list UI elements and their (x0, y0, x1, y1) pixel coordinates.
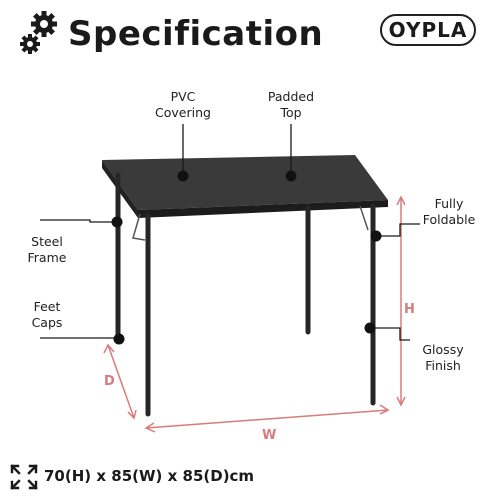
label-padded-top: Padded Top (258, 89, 324, 121)
dimension-width-label: W (262, 428, 277, 443)
expand-icon (10, 464, 38, 490)
label-line: Frame (27, 250, 67, 265)
label-line: Caps (31, 315, 63, 330)
dimension-depth-label: D (104, 374, 115, 389)
callout-lines (40, 124, 420, 341)
dimension-height-label: H (404, 302, 415, 317)
label-line: Foldable (422, 212, 476, 227)
dimensions-summary: 70(H) x 85(W) x 85(D)cm (44, 467, 255, 485)
label-pvc-covering: PVC Covering (150, 89, 216, 121)
label-line: Top (280, 105, 302, 120)
label-fully-foldable: Fully Foldable (414, 196, 484, 228)
table-top (102, 155, 388, 218)
label-line: Finish (425, 358, 461, 373)
callout-dots (111, 170, 382, 345)
label-line: Covering (155, 105, 211, 120)
label-line: PVC (170, 89, 196, 104)
label-line: Glossy (422, 342, 464, 357)
label-line: Fully (434, 196, 464, 211)
page-title: Specification (68, 14, 324, 54)
label-line: Padded (267, 89, 315, 104)
gears-icon (20, 11, 57, 54)
label-line: Steel (31, 234, 63, 249)
brand-logo: OYPLA (380, 14, 476, 46)
label-feet-caps: Feet Caps (14, 299, 80, 331)
label-steel-frame: Steel Frame (14, 234, 80, 266)
label-glossy-finish: Glossy Finish (408, 342, 478, 374)
folding-braces (132, 205, 369, 241)
dimension-lines (103, 195, 406, 433)
label-line: Feet (33, 299, 61, 314)
